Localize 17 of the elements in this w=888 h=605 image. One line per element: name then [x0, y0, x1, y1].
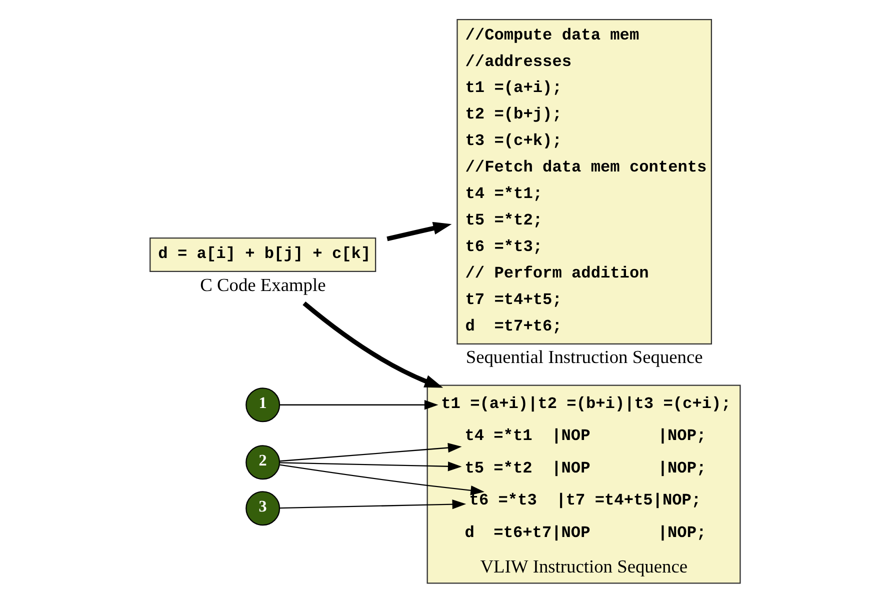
node-text: t1 =(a+i)|t2 =(b+i)|t3 =(c+i); [441, 394, 731, 413]
arrow [280, 462, 462, 472]
node-circle: 2 [246, 445, 280, 480]
arrow [386, 222, 452, 242]
arrow [280, 400, 438, 410]
node-text: t5 =*t2 |NOP |NOP; [464, 459, 706, 478]
node-circle: 3 [246, 491, 280, 526]
arrow [302, 301, 444, 388]
arrow [280, 499, 466, 510]
node-text: d =t6+t7|NOP |NOP; [464, 524, 706, 542]
arrow [280, 464, 484, 496]
arrow [280, 442, 462, 462]
node-text: t4 =*t1 |NOP |NOP; [464, 427, 706, 446]
node-label: Sequential Instruction Sequence [466, 347, 703, 368]
node-label: C Code Example [200, 274, 326, 295]
node-text: t6 =*t3 |t7 =t4+t5|NOP; [469, 492, 702, 510]
node-circle: 1 [246, 388, 280, 422]
